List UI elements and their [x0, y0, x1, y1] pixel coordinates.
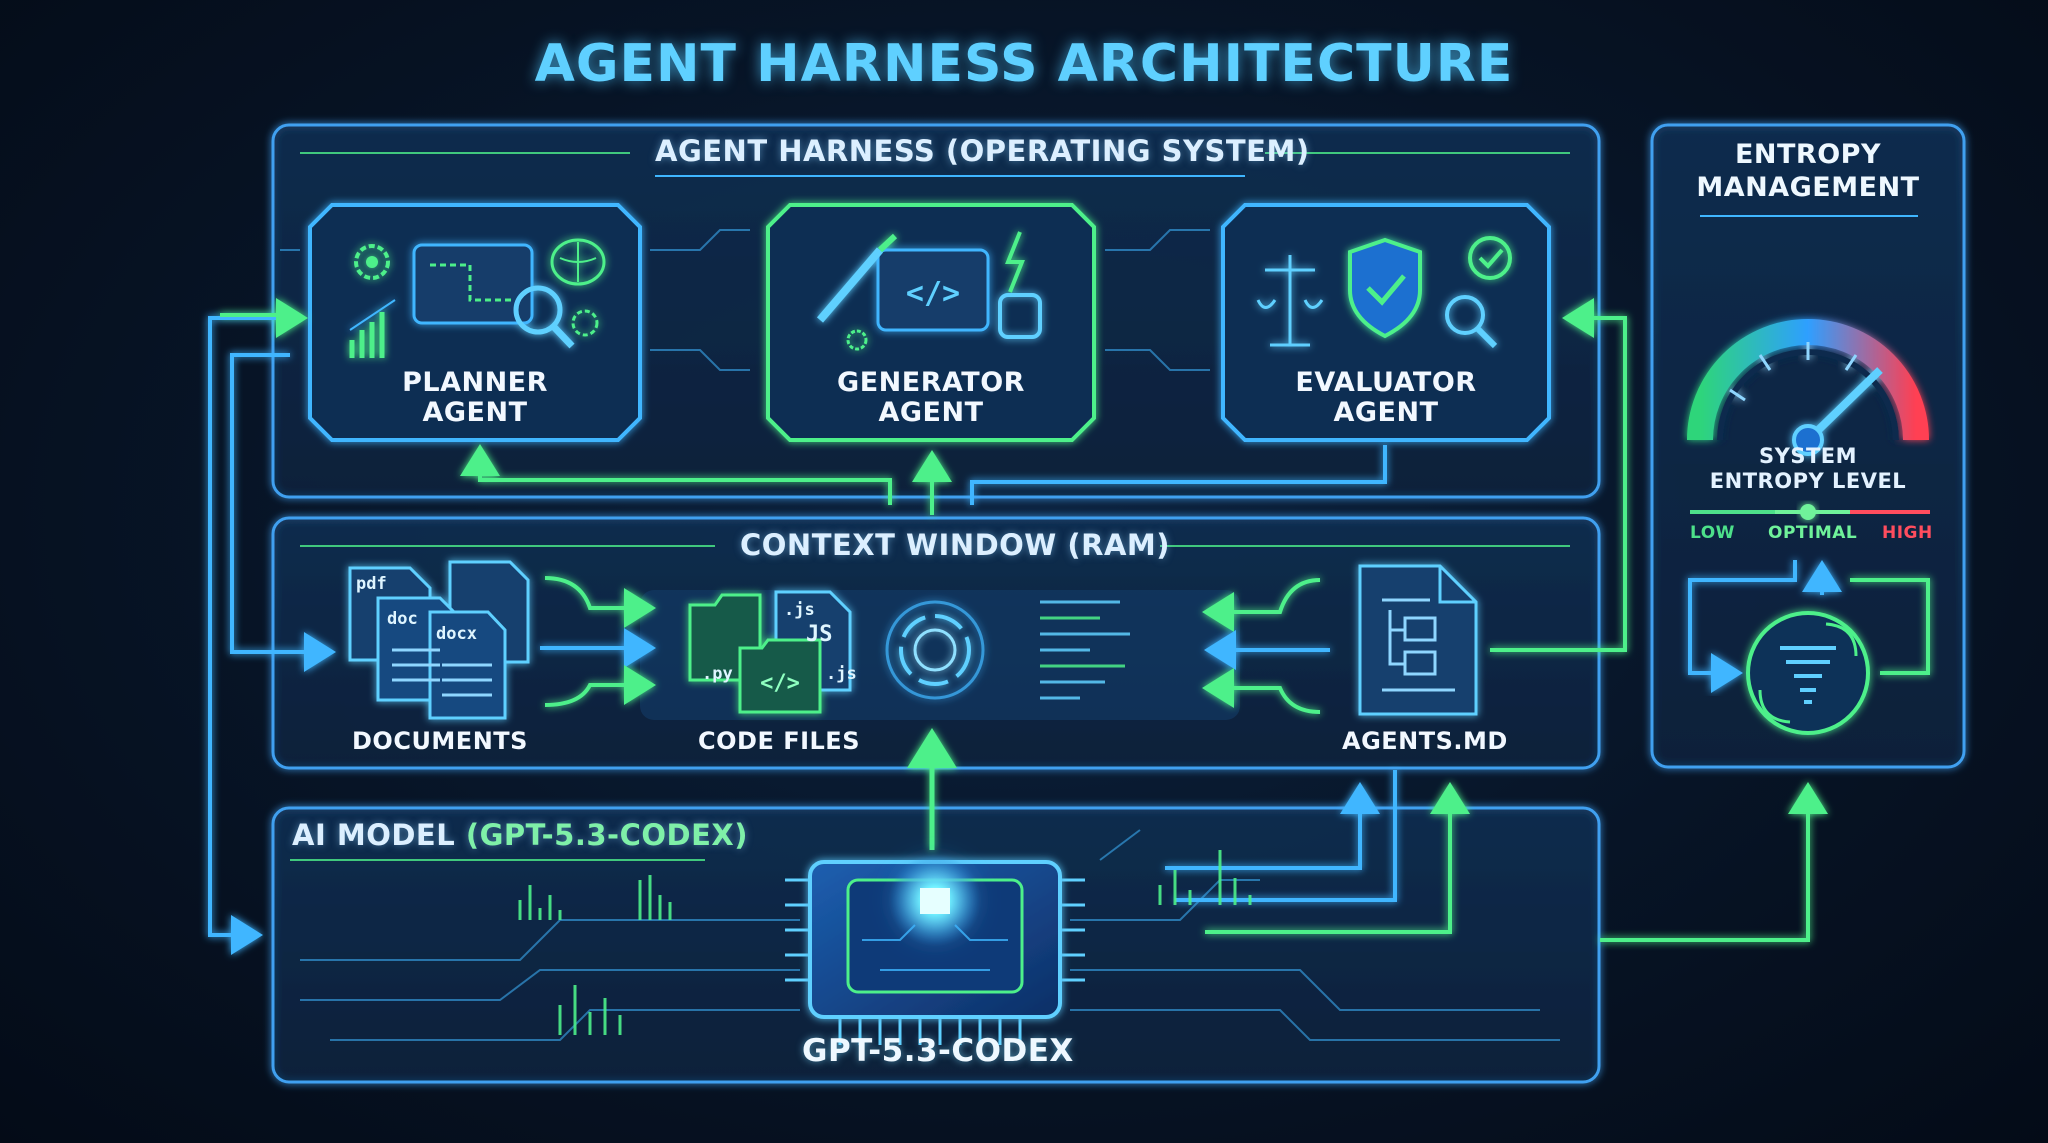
entropy-gauge — [1687, 319, 1929, 456]
evaluator-agent-label: EVALUATOR AGENT — [1256, 368, 1516, 428]
page-title: AGENT HARNESS ARCHITECTURE — [534, 34, 1514, 94]
context-inflow-arrows — [540, 576, 1330, 714]
entropy-loop-arrows — [1688, 560, 1930, 693]
generator-icon: </> — [816, 231, 1042, 351]
context-label: CONTEXT WINDOW (RAM) — [740, 528, 1171, 562]
gauge-caption: SYSTEM ENTROPY LEVEL — [1652, 444, 1964, 494]
context-core-icon — [885, 600, 985, 700]
model-label-suffix: (GPT-5.3-CODEX) — [465, 818, 749, 852]
scale-optimal-label: OPTIMAL — [1768, 523, 1858, 543]
file-tag-js2: JS — [806, 622, 833, 647]
planner-agent-label: PLANNER AGENT — [345, 368, 605, 428]
circuit-traces — [280, 229, 1210, 371]
entropy-title-line2: MANAGEMENT — [1696, 172, 1920, 203]
evaluator-line1: EVALUATOR — [1295, 367, 1477, 398]
code-lines — [1040, 600, 1130, 700]
svg-text:</>: </> — [906, 276, 960, 311]
entropy-title-line1: ENTROPY — [1734, 139, 1882, 170]
agents-md-icon — [1358, 564, 1478, 716]
file-tag-py: .py — [702, 664, 733, 684]
model-label-prefix: AI MODEL — [292, 818, 456, 852]
file-tag-js3: .js — [826, 664, 857, 684]
generator-line2: AGENT — [878, 397, 984, 428]
scale-low-label: LOW — [1690, 523, 1735, 543]
planner-line2: AGENT — [422, 397, 528, 428]
tornado-icon — [1746, 611, 1870, 735]
documents-icon — [348, 560, 530, 720]
gpt-chip — [300, 829, 1560, 1045]
planner-icon — [349, 238, 606, 358]
documents-label: DOCUMENTS — [352, 727, 528, 755]
code-files-label: CODE FILES — [698, 727, 860, 755]
gauge-caption-line1: SYSTEM — [1758, 444, 1858, 468]
harness-label: AGENT HARNESS (OPERATING SYSTEM) — [655, 134, 1310, 168]
evaluator-icon — [1256, 236, 1512, 349]
evaluator-line2: AGENT — [1333, 397, 1439, 428]
file-tag-docx: docx — [436, 624, 477, 644]
feedback-loops — [208, 298, 1828, 955]
context-to-agents-arrows — [460, 444, 1387, 515]
file-tag-pdf: pdf — [356, 574, 387, 594]
scale-high-label: HIGH — [1882, 523, 1933, 543]
agents-md-label: AGENTS.MD — [1342, 727, 1508, 755]
entropy-title: ENTROPY MANAGEMENT — [1652, 138, 1964, 204]
gauge-caption-line2: ENTROPY LEVEL — [1709, 469, 1907, 493]
planner-line1: PLANNER — [402, 367, 548, 398]
entropy-scale-bar — [1690, 504, 1930, 520]
file-tag-js1: .js — [784, 600, 815, 620]
code-files-icon: </> — [688, 590, 852, 714]
model-to-context-arrows — [907, 728, 1470, 934]
model-label: AI MODEL (GPT-5.3-CODEX) — [292, 818, 748, 852]
chip-label: GPT-5.3-CODEX — [802, 1033, 1074, 1069]
file-tag-doc: doc — [387, 609, 418, 629]
svg-text:</>: </> — [760, 671, 800, 696]
generator-agent-label: GENERATOR AGENT — [801, 368, 1061, 428]
generator-line1: GENERATOR — [837, 367, 1025, 398]
